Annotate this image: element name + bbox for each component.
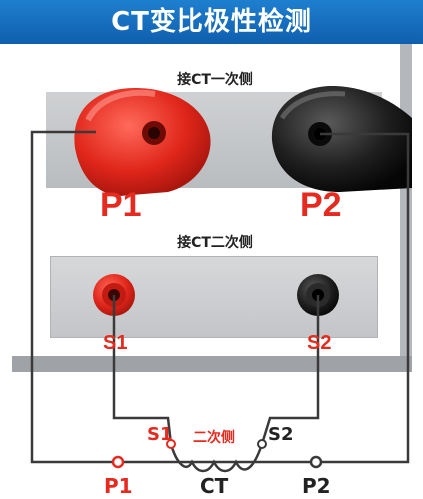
- wire-p1: [30, 130, 116, 464]
- ct-name-label: CT: [200, 474, 229, 498]
- p2-black-clamp[interactable]: [271, 85, 412, 192]
- ct-s2-label: S2: [268, 424, 294, 445]
- primary-side-label: 接CT一次侧: [177, 72, 253, 88]
- p2-label: P2: [300, 186, 342, 224]
- ct-secondary-coil: [169, 443, 264, 473]
- title-bar: CT变比极性检测: [0, 0, 423, 44]
- ct-p2-terminal: [309, 455, 323, 469]
- s1-label: S1: [103, 332, 128, 354]
- ct-s1-terminal: [166, 439, 176, 449]
- wire-s1: [112, 295, 173, 445]
- wire-s2: [260, 295, 320, 445]
- panel-frame-bottom: [12, 356, 412, 372]
- ct-p1-terminal: [111, 455, 125, 469]
- ct-s1-label: S1: [147, 424, 173, 445]
- p1-red-clamp[interactable]: [74, 88, 211, 196]
- wire-p2: [318, 132, 410, 464]
- p1-label: P1: [100, 186, 142, 224]
- ct-p2-label: P2: [302, 474, 331, 498]
- s2-label: S2: [307, 332, 332, 354]
- page-title: CT变比极性检测: [111, 7, 312, 37]
- secondary-side-label: 接CT二次侧: [177, 235, 253, 251]
- ct-secondary-label: 二次侧: [193, 430, 235, 446]
- wires: [30, 130, 410, 464]
- ct-s2-terminal: [257, 439, 267, 449]
- ct-p1-label: P1: [104, 474, 133, 498]
